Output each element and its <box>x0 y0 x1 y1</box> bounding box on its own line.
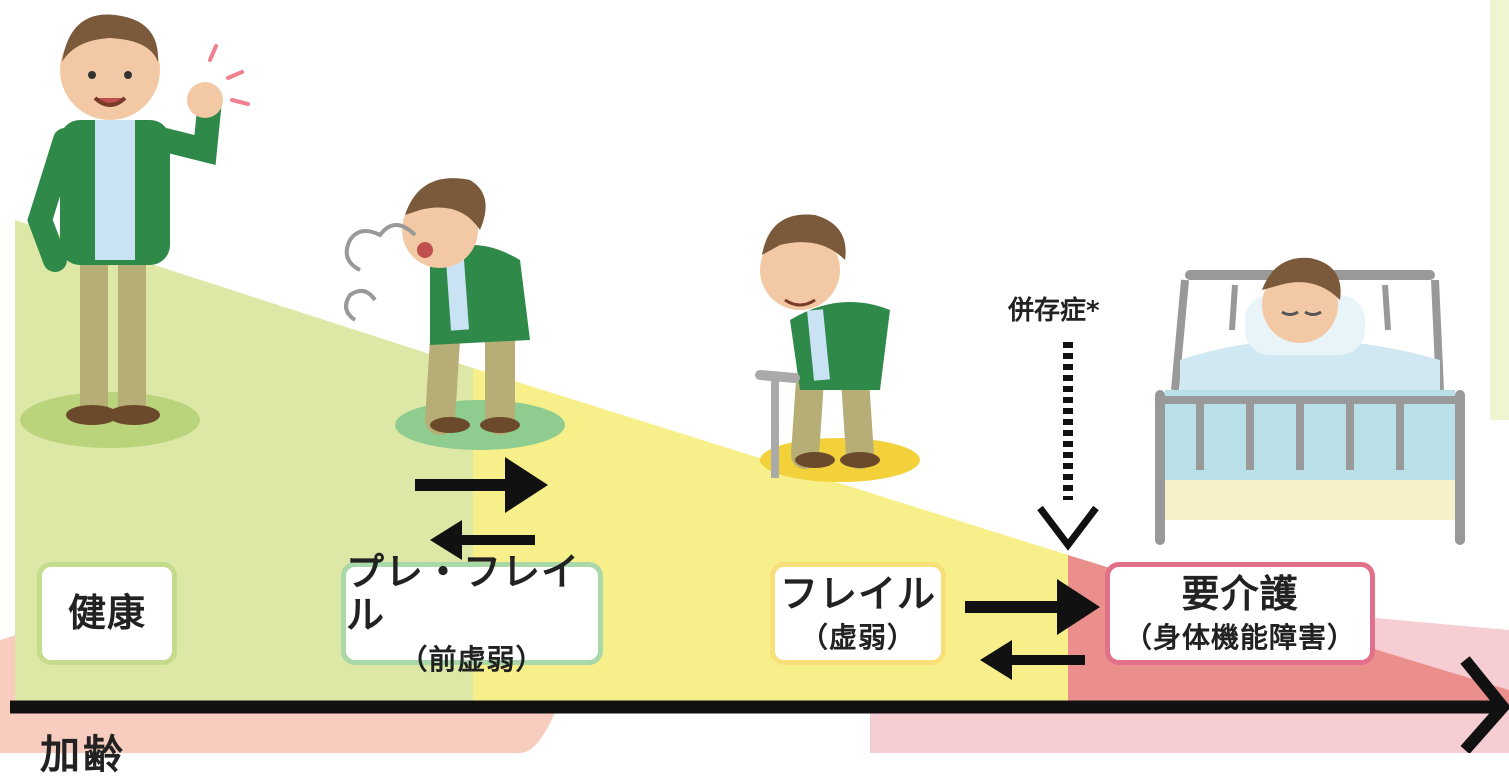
arrow-forward-head <box>1057 579 1100 635</box>
stage-healthy-label: 健康 <box>67 590 146 635</box>
healthy-person-illustration <box>20 14 250 448</box>
care-person-in-bed-illustration <box>1155 257 1465 545</box>
frailty-person-illustration <box>755 214 920 482</box>
stage-care-label: 要介護 <box>1181 571 1299 616</box>
stage-frailty-box: フレイル （虚弱） <box>770 562 946 665</box>
aging-axis <box>10 656 1509 753</box>
arrow-forward-head <box>505 457 548 513</box>
stage-care-box: 要介護 （身体機能障害） <box>1105 562 1375 665</box>
arrow-back-head <box>980 640 1012 680</box>
aging-label: 加齢 <box>40 732 126 778</box>
stage-frailty-label: フレイル <box>779 571 936 616</box>
pre-frailty-person-illustration <box>344 178 565 450</box>
stage-pre-frailty-sublabel: （前虚弱） <box>399 643 545 677</box>
right-edge-panel <box>1490 0 1509 420</box>
transition-arrows-frailty-care[interactable] <box>965 579 1100 680</box>
stage-healthy-box: 健康 <box>37 562 177 665</box>
comorbidity-label: 併存症* <box>1008 296 1100 326</box>
arrow-back-head <box>430 520 462 560</box>
stage-care-sublabel: （身体機能障害） <box>1123 621 1356 655</box>
stage-frailty-sublabel: （虚弱） <box>799 621 916 655</box>
transition-arrows-healthy-pre[interactable] <box>415 457 548 560</box>
stage-pre-frailty-label: プレ・フレイル <box>346 549 581 638</box>
comorbidity-arrow <box>1037 342 1099 551</box>
stage-pre-frailty-box: プレ・フレイル （前虚弱） <box>341 550 603 676</box>
